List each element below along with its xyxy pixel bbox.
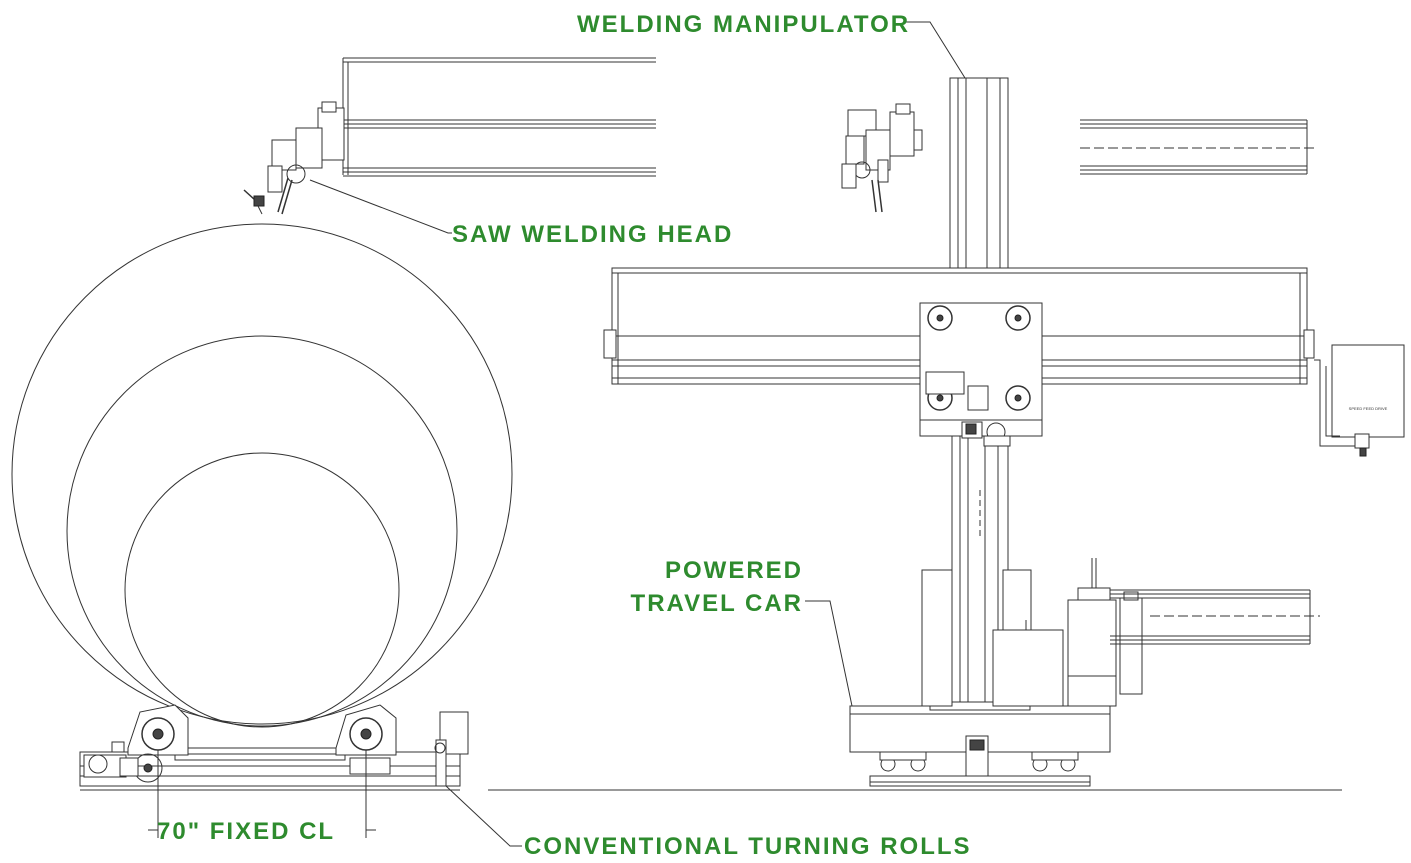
welding-manipulator: SPEED FEED DRIVE xyxy=(603,77,1405,791)
leader-welding-manipulator xyxy=(905,21,966,79)
label-conventional-turning-rolls: CONVENTIONAL TURNING ROLLS xyxy=(524,833,972,858)
pipe-circles xyxy=(11,223,513,728)
leader-saw-welding-head xyxy=(309,179,452,234)
pipe-medium xyxy=(66,335,458,727)
leader-conventional-turning-rolls xyxy=(445,785,522,847)
label-powered: POWERED xyxy=(665,557,803,584)
pipe-small xyxy=(124,452,400,728)
label-saw-welding-head: SAW WELDING HEAD xyxy=(452,221,733,248)
label-welding-manipulator: WELDING MANIPULATOR xyxy=(577,11,910,38)
saw-welding-head-left xyxy=(243,57,656,215)
label-travel-car: TRAVEL CAR xyxy=(631,590,803,617)
drive-box-label: SPEED FEED DRIVE xyxy=(1349,406,1388,411)
turning-rolls xyxy=(79,704,469,787)
pipe-large xyxy=(11,223,513,725)
leader-powered-travel-car xyxy=(805,600,853,707)
label-fixed-cl: 70" FIXED CL xyxy=(157,818,335,845)
